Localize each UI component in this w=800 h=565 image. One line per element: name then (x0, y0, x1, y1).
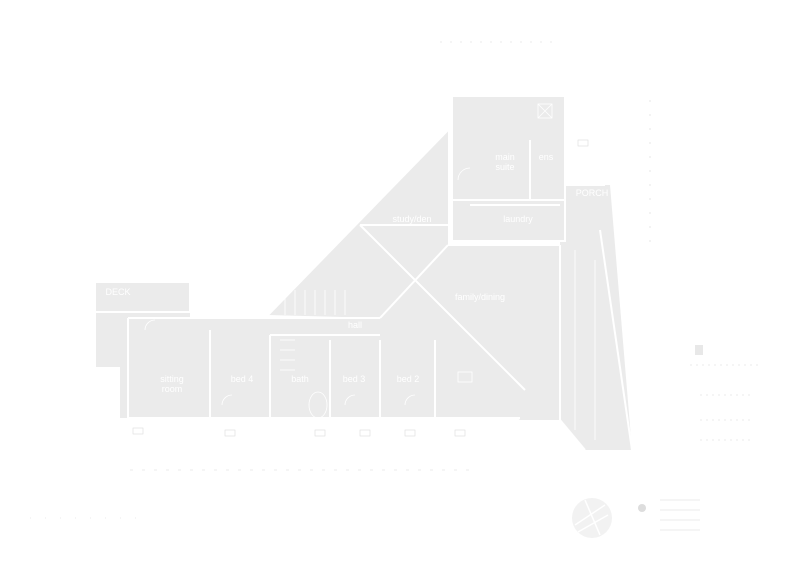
room-bed2: bed 2 (397, 374, 420, 384)
walls (94, 95, 633, 451)
logo-seal (572, 498, 700, 538)
room-deck: DECK (105, 287, 130, 297)
room-bed4: bed 4 (231, 374, 254, 384)
floor-area (95, 96, 632, 450)
room-family: family/dining (455, 292, 505, 302)
room-hall: hall (348, 320, 362, 330)
room-porch: PORCH (576, 188, 609, 198)
room-bath: bath (291, 374, 309, 384)
room-ens: ens (539, 152, 554, 162)
room-bed3: bed 3 (343, 374, 366, 384)
annotations (30, 41, 760, 519)
details (144, 103, 596, 440)
room-laundry: laundry (503, 214, 533, 224)
room-study: study/den (392, 214, 431, 224)
